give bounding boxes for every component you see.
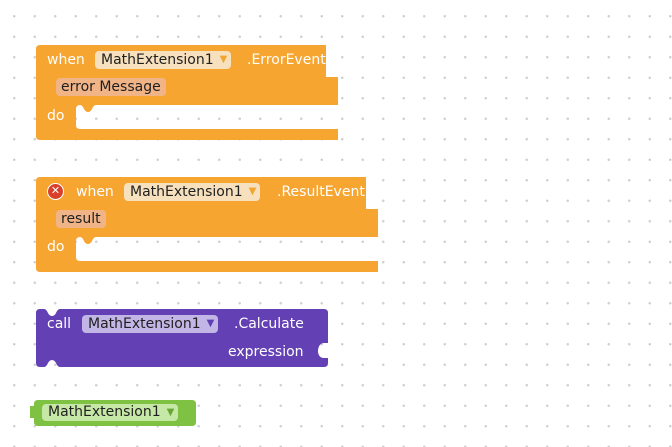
dropdown-arrow-icon: ▼ — [248, 186, 257, 197]
when-label: when — [47, 52, 85, 68]
error-x-icon[interactable]: ✕ — [47, 183, 64, 200]
do-label: do — [47, 108, 65, 124]
when-label: when — [76, 184, 114, 200]
call-label: call — [47, 316, 72, 332]
dropdown-arrow-icon: ▼ — [219, 54, 228, 65]
error-event-block[interactable]: when MathExtension1 ▼ .ErrorEvent error … — [36, 45, 340, 140]
component-dropdown[interactable]: MathExtension1 ▼ — [82, 315, 219, 333]
error-message-param[interactable]: error Message — [56, 78, 166, 96]
component-dropdown-label: MathExtension1 — [48, 404, 161, 420]
component-dropdown-label: MathExtension1 — [130, 184, 243, 200]
calculate-call-block[interactable]: call MathExtension1 ▼ .Calculate express… — [36, 309, 328, 367]
component-dropdown[interactable]: MathExtension1 ▼ — [42, 404, 179, 421]
dropdown-arrow-icon: ▼ — [206, 318, 215, 329]
expression-arg-label: expression — [228, 344, 304, 360]
component-dropdown[interactable]: MathExtension1 ▼ — [95, 51, 232, 69]
dropdown-arrow-icon: ▼ — [166, 406, 175, 418]
component-dropdown-label: MathExtension1 — [101, 52, 214, 68]
result-param[interactable]: result — [56, 210, 106, 228]
result-event-block[interactable]: ✕ when MathExtension1 ▼ .ResultEvent res… — [36, 177, 380, 272]
do-label: do — [47, 239, 65, 255]
component-dropdown[interactable]: MathExtension1 ▼ — [124, 183, 261, 201]
component-block[interactable]: MathExtension1 ▼ — [30, 400, 196, 426]
method-name-label: .Calculate — [234, 316, 304, 332]
event-name-label: .ErrorEvent — [247, 52, 326, 68]
result-event-block-shape — [36, 177, 378, 272]
event-name-label: .ResultEvent — [277, 184, 365, 200]
component-dropdown-label: MathExtension1 — [88, 316, 201, 332]
